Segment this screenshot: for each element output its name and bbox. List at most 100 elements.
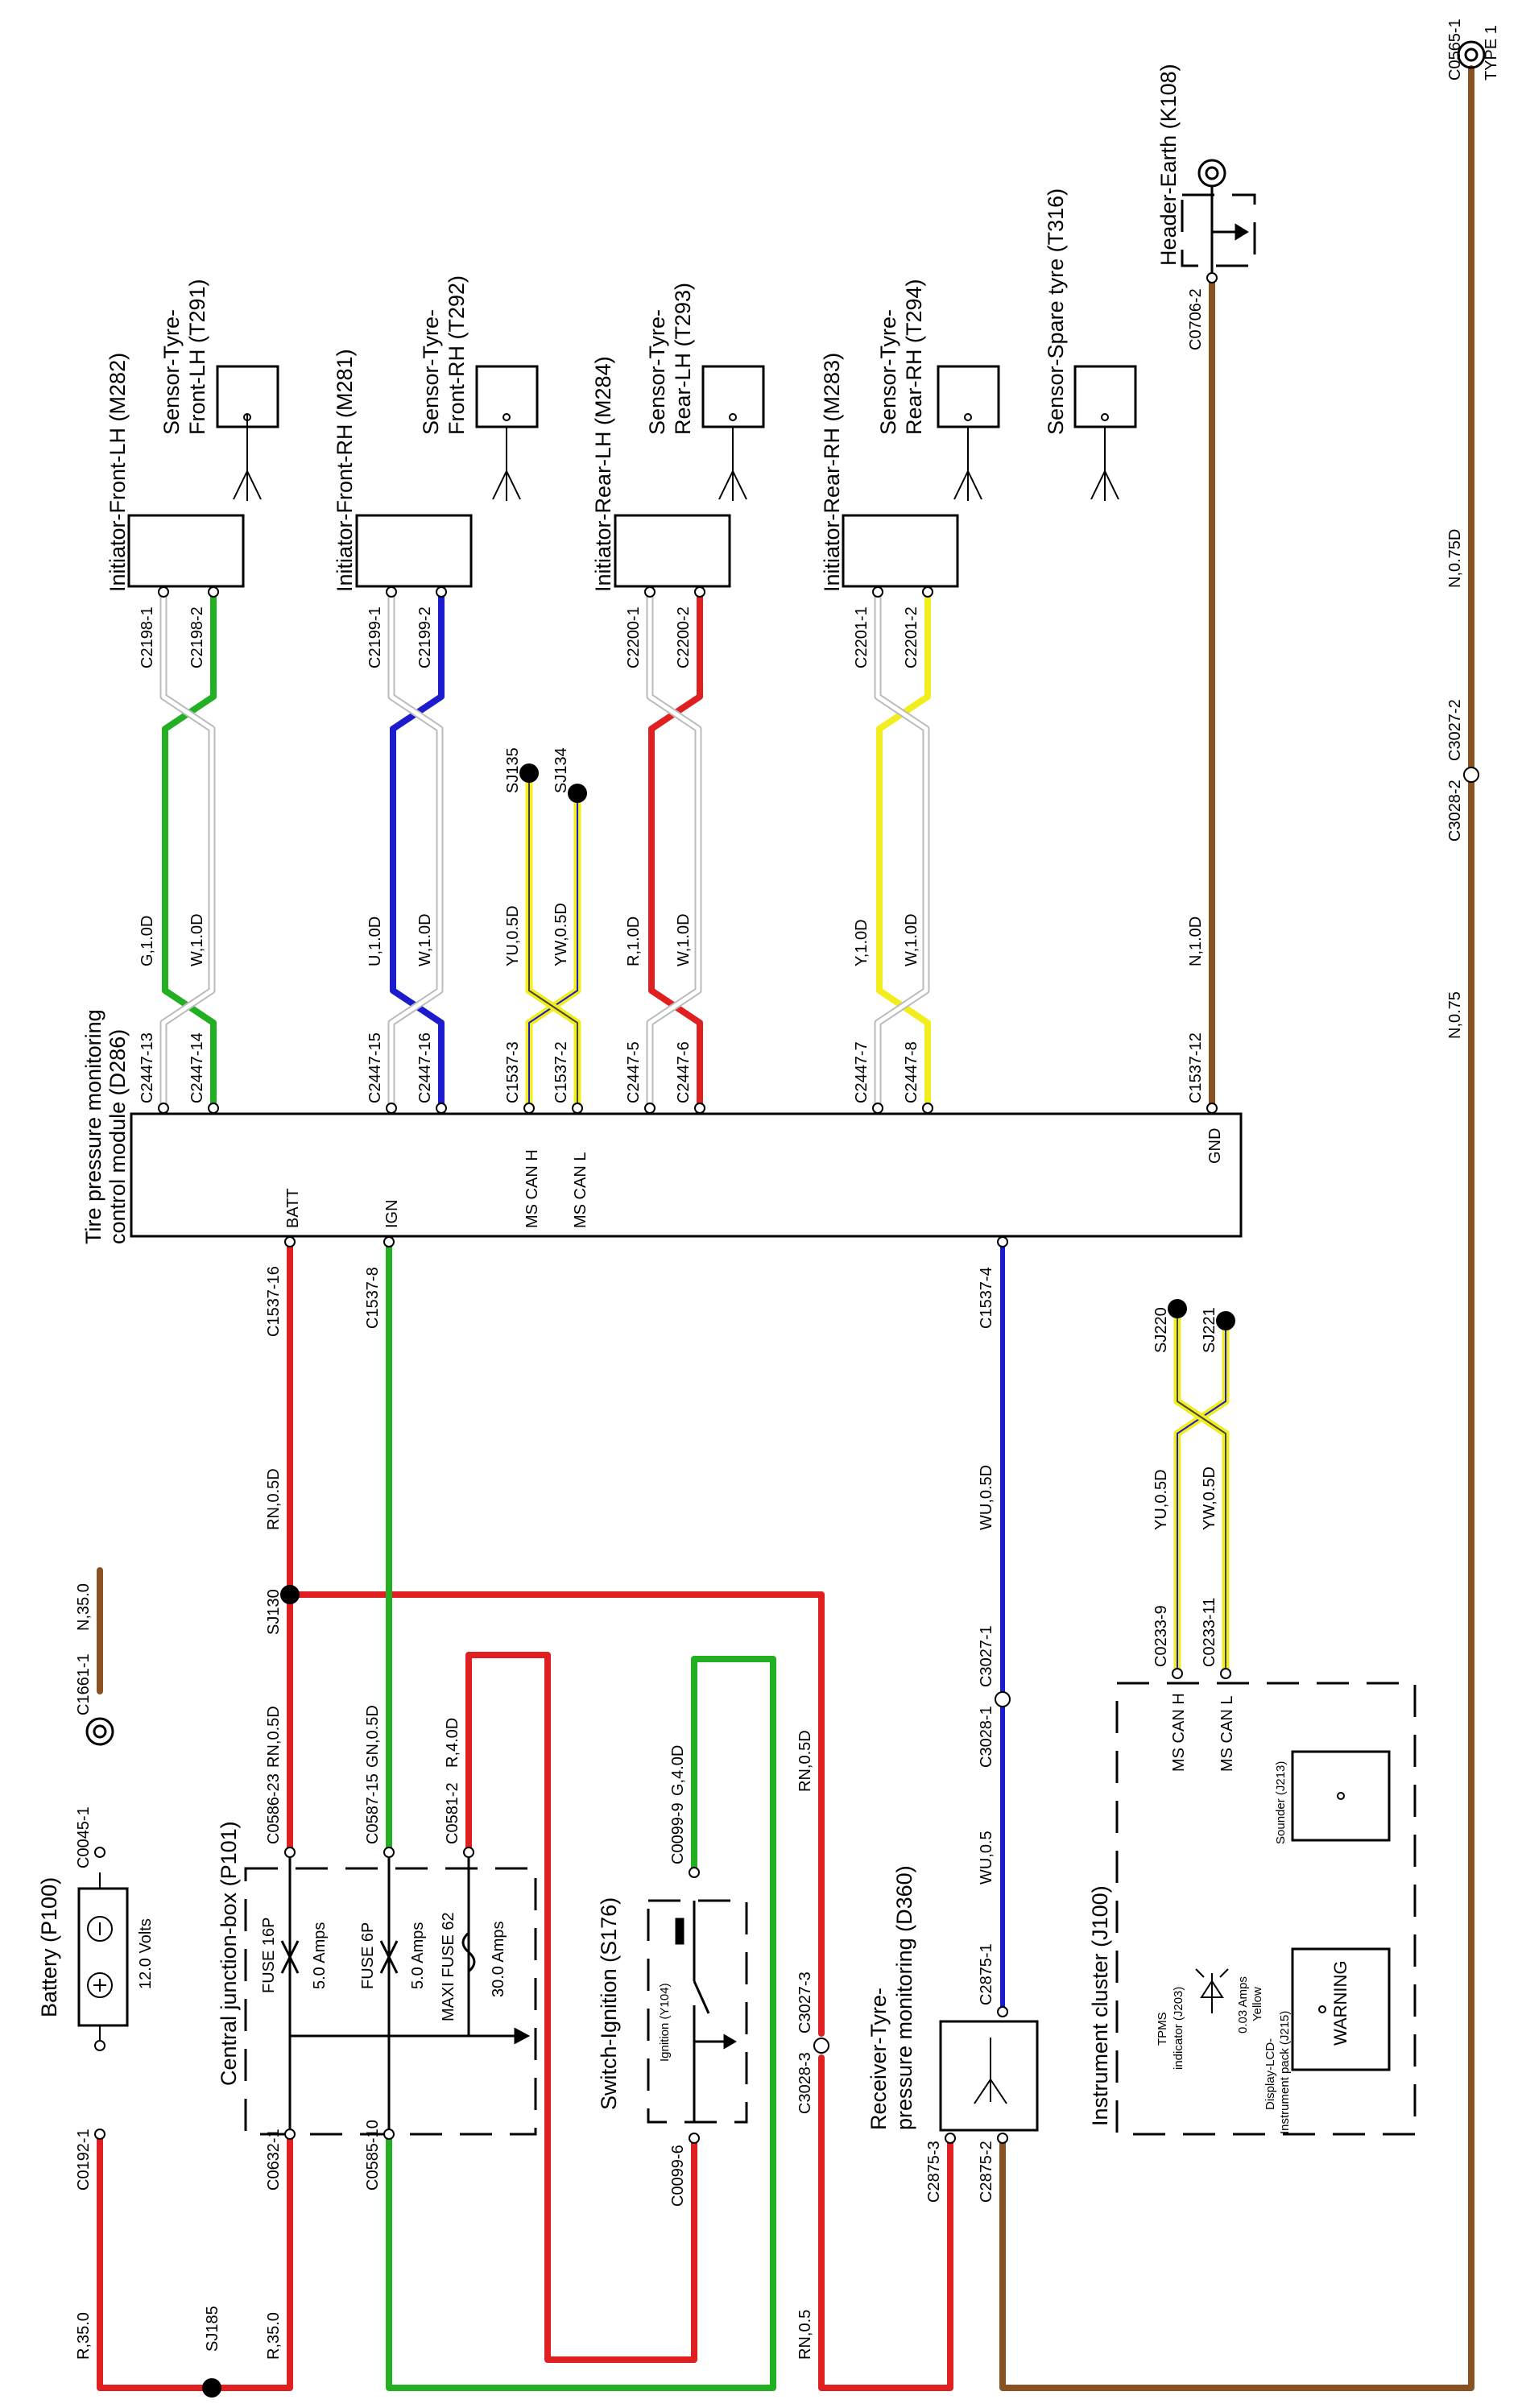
initiator-front-rh-box — [355, 514, 473, 588]
conn-c3028-3: C3028-3 — [796, 2052, 814, 2114]
wire-can-yw-tracer — [528, 772, 578, 1108]
conn-c3027-1: C3027-1 — [978, 1625, 995, 1687]
maxi-fuse-rating: 30.0 Amps — [490, 1921, 507, 1997]
cluster-housing — [1115, 1682, 1417, 2136]
conn-c2447-14: C2447-14 — [188, 1032, 206, 1103]
sensor-front-rh-label-2: Front-RH (T292) — [445, 275, 469, 435]
wire-r35-a: R,35.0 — [75, 2312, 93, 2360]
conn-c0587-15: C0587-15 — [364, 1773, 382, 1844]
conn-type1: TYPE 1 — [1483, 25, 1500, 81]
module-can-l: MS CAN L — [572, 1152, 589, 1228]
sensor-rear-rh-label-1: Sensor-Tyre- — [876, 309, 900, 435]
splices — [202, 763, 1235, 2398]
sensor-front-lh-label-1: Sensor-Tyre- — [159, 309, 184, 435]
splice-sj130-label: SJ130 — [265, 1589, 283, 1635]
conn-c2875-3: C2875-3 — [925, 2141, 943, 2203]
wire-y10d: Y,1.0D — [853, 919, 871, 966]
wire-init-rl-w-core — [647, 594, 701, 1110]
connector-pins — [94, 272, 1479, 2144]
wire-receiver-rn05 — [818, 2054, 953, 2391]
earth-housing — [1181, 193, 1256, 267]
wire-maxi-fuse-feed — [465, 1652, 697, 2363]
wire-battery-positive — [97, 2131, 293, 2391]
sounder-box — [1291, 1750, 1391, 1842]
wire-rn05d-c: RN,0.5D — [796, 1730, 814, 1792]
conn-c0706-2: C0706-2 — [1187, 288, 1205, 350]
sensor-spare-detail — [1090, 413, 1119, 501]
wire-init-rr-w-core — [875, 594, 929, 1110]
splice-sj134-label: SJ134 — [552, 747, 570, 793]
conn-c2198-1: C2198-1 — [139, 606, 156, 668]
initiator-front-lh-label: Initiator-Front-LH (M282) — [105, 353, 130, 592]
sensor-rear-lh-box — [701, 365, 765, 428]
earth-k108-icon — [1197, 159, 1249, 278]
wire-r40d: R,4.0D — [444, 1718, 461, 1768]
module-label-1: Tire pressure monitoring — [81, 1009, 105, 1244]
module-gnd: GND — [1206, 1128, 1224, 1164]
conn-c1537-8: C1537-8 — [364, 1267, 382, 1329]
conn-c2199-1: C2199-1 — [366, 606, 384, 668]
wire-yw05d-b: YW,0.5D — [1201, 1467, 1218, 1530]
wire-wu05: WU,0.5 — [978, 1831, 995, 1885]
conn-c2447-8: C2447-8 — [903, 1041, 920, 1103]
conn-c1537-2: C1537-2 — [552, 1041, 570, 1103]
conn-c3028-2: C3028-2 — [1446, 780, 1464, 842]
wire-yw05d-a: YW,0.5D — [552, 903, 570, 966]
sensor-front-lh-detail — [233, 413, 262, 501]
components — [77, 365, 1391, 2132]
wire-init-fr-w — [387, 592, 444, 1111]
sensor-rear-rh-detail — [953, 413, 982, 501]
battery-negative-icon — [87, 1916, 113, 1942]
wire-r10d: R,1.0D — [625, 916, 643, 966]
wire-n10d: N,1.0D — [1187, 916, 1205, 966]
cluster-internals — [1195, 1792, 1345, 2013]
module-can-h: MS CAN H — [523, 1149, 541, 1228]
conn-c2447-15: C2447-15 — [366, 1032, 384, 1103]
conn-c0632-1: C0632-1 — [265, 2129, 283, 2191]
splice-sj220 — [1168, 1299, 1187, 1318]
fuse-6p-icon — [379, 1940, 399, 1974]
battery-label: Battery (P100) — [37, 1877, 61, 2017]
wire-w10d-c: W,1.0D — [675, 913, 693, 966]
sensor-front-rh-detail — [492, 413, 521, 501]
conn-c0585-10: C0585-10 — [364, 2120, 382, 2191]
conn-c0099-6: C0099-6 — [669, 2145, 687, 2207]
wire-yu05d-a: YU,0.5D — [504, 905, 522, 966]
tpms-color: Yellow — [1251, 1987, 1264, 2021]
maxi-fuse-label: MAXI FUSE 62 — [440, 1912, 457, 2021]
switch-label: Switch-Ignition (S176) — [597, 1897, 621, 2110]
conn-c2447-16: C2447-16 — [416, 1032, 434, 1103]
initiator-rear-rh-box — [842, 514, 959, 588]
conn-c1537-4: C1537-4 — [978, 1267, 995, 1329]
cluster-can-h: MS CAN H — [1170, 1693, 1188, 1772]
earth-label: Header-Earth (K108) — [1156, 64, 1181, 266]
conn-c0565-1: C0565-1 — [1446, 19, 1464, 81]
switch-contact-label: Ignition (Y104) — [658, 1983, 672, 2062]
sensor-rear-lh-label-1: Sensor-Tyre- — [645, 309, 669, 435]
module-ign: IGN — [383, 1199, 401, 1228]
wire-n35: N,35.0 — [75, 1583, 93, 1631]
receiver-label-2: pressure monitoring (D360) — [892, 1865, 916, 2130]
conn-c2447-5: C2447-5 — [625, 1041, 643, 1103]
conn-c0586-23: C0586-23 — [265, 1773, 283, 1844]
wire-ign-return — [386, 1656, 776, 2391]
cluster-can-l: MS CAN L — [1218, 1696, 1236, 1772]
conn-c2201-1: C2201-1 — [853, 606, 871, 668]
conn-c3027-3: C3027-3 — [796, 1971, 814, 2034]
wire-init-rr-y — [876, 593, 931, 1111]
module-box — [130, 1112, 1243, 1238]
sensor-front-rh-label-1: Sensor-Tyre- — [419, 309, 443, 435]
sensor-internals — [233, 413, 1119, 501]
wire-w10d-a: W,1.0D — [188, 913, 206, 966]
initiator-rear-rh-label: Initiator-Rear-RH (M283) — [820, 353, 844, 592]
wire-u10d: U,1.0D — [366, 916, 384, 966]
battery-internals — [87, 1872, 113, 2046]
conn-c3028-1: C3028-1 — [978, 1706, 995, 1768]
cjb-label: Central junction-box (P101) — [217, 1821, 241, 2086]
wire-g10d: G,1.0D — [139, 916, 156, 966]
splice-sj220-label: SJ220 — [1152, 1307, 1170, 1353]
conn-c0192-1: C0192-1 — [75, 2129, 93, 2191]
conn-c2198-2: C2198-2 — [188, 606, 206, 668]
initiator-front-lh-box — [127, 514, 245, 588]
labels: Battery (P100) 12.0 Volts Central juncti… — [37, 19, 1500, 2360]
